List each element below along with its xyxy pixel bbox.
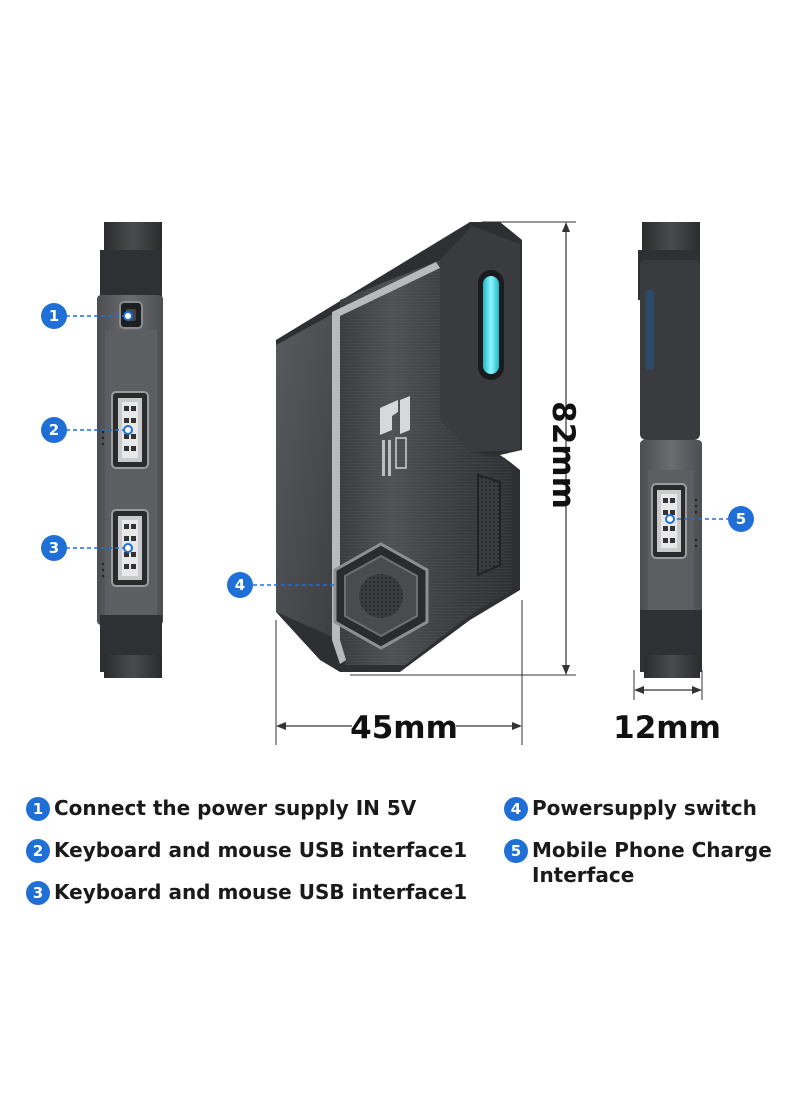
- svg-text:3: 3: [49, 539, 59, 557]
- left-side-view: [97, 222, 163, 678]
- svg-text:2: 2: [49, 421, 59, 439]
- legend-badge: 1: [26, 797, 50, 821]
- legend-item-4: 4 Powersupply switch: [504, 796, 784, 821]
- hex-switch-icon: [333, 542, 429, 650]
- svg-text:5: 5: [736, 510, 746, 528]
- front-view: [276, 222, 522, 672]
- vent-grille-icon: [477, 473, 501, 577]
- width-label: 45mm: [350, 710, 458, 746]
- legend-text: Keyboard and mouse USB interface1: [54, 838, 468, 862]
- callout-1: 1: [41, 303, 133, 329]
- legend-item-2: 2 Keyboard and mouse USB interface1: [26, 838, 486, 863]
- legend: 1 Connect the power supply IN 5V 2 Keybo…: [0, 790, 800, 930]
- callout-2: 2: [41, 417, 133, 443]
- height-label: 82mm: [545, 401, 581, 509]
- legend-badge: 2: [26, 839, 50, 863]
- led-strip-icon: [478, 270, 504, 380]
- legend-text: Powersupply switch: [532, 796, 757, 820]
- width-dimension: 45mm: [275, 600, 523, 746]
- callout-4: 4: [227, 572, 335, 598]
- svg-text:1: 1: [49, 307, 59, 325]
- legend-badge: 3: [26, 881, 50, 905]
- callout-3: 3: [41, 535, 133, 561]
- brand-logo-icon: [380, 396, 410, 476]
- height-dimension: 82mm: [350, 221, 581, 676]
- svg-text:4: 4: [235, 576, 245, 594]
- legend-text: Connect the power supply IN 5V: [54, 796, 417, 820]
- right-side-view: [638, 222, 702, 678]
- product-illustration: 1 2 3: [41, 221, 754, 746]
- depth-dimension: 12mm: [613, 670, 721, 746]
- legend-badge: 4: [504, 797, 528, 821]
- legend-item-5: 5 Mobile Phone Charge Interface: [504, 838, 784, 888]
- legend-text: Mobile Phone Charge Interface: [532, 838, 772, 887]
- legend-badge: 5: [504, 839, 528, 863]
- callout-5: 5: [665, 506, 754, 532]
- legend-item-3: 3 Keyboard and mouse USB interface1: [26, 880, 486, 905]
- depth-label: 12mm: [613, 710, 721, 746]
- legend-item-1: 1 Connect the power supply IN 5V: [26, 796, 466, 821]
- legend-text: Keyboard and mouse USB interface1: [54, 880, 468, 904]
